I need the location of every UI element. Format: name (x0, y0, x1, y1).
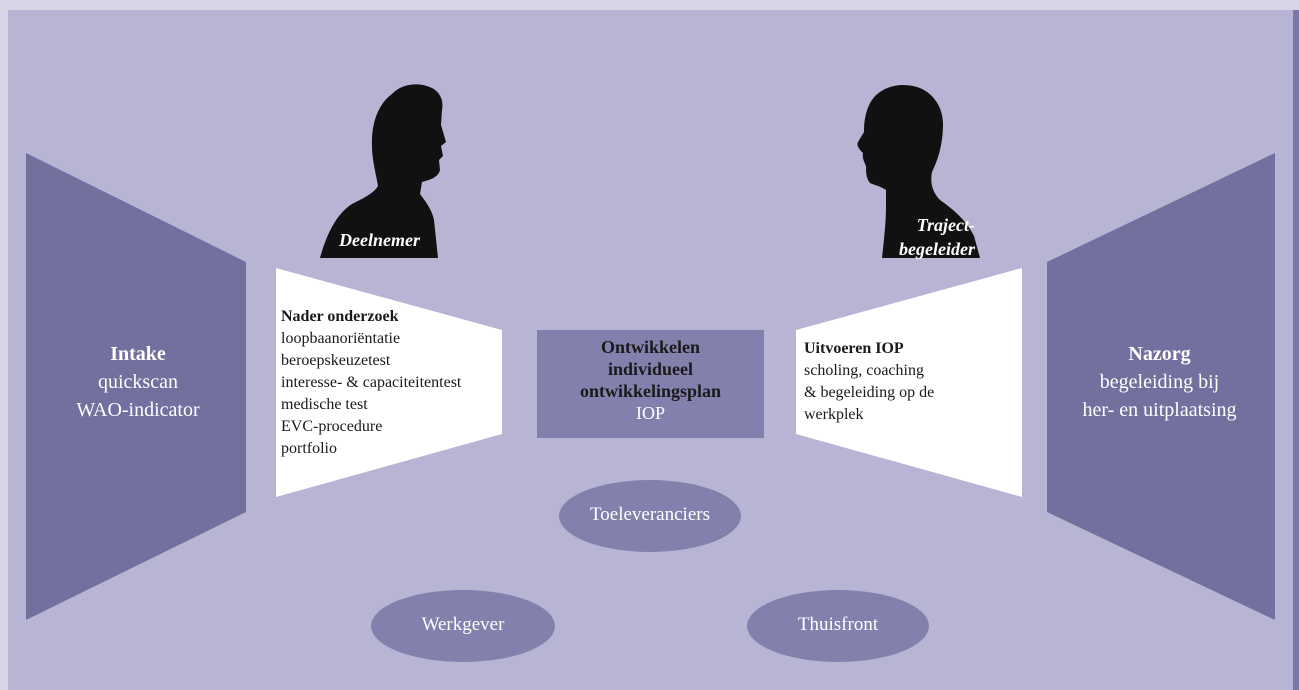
center-text-block: Ontwikkelen individueel ontwikkelingspla… (537, 336, 764, 424)
deelnemer-label: Deelnemer (339, 230, 420, 250)
nader-text-block: Nader onderzoek loopbaanoriëntatie beroe… (281, 306, 511, 460)
nazorg-line-2: her- en uitplaatsing (1082, 399, 1237, 421)
nazorg-panel (1047, 153, 1275, 620)
nazorg-title: Nazorg (1128, 343, 1191, 365)
center-line-1: Ontwikkelen (600, 337, 701, 357)
uitvoeren-panel (796, 268, 1022, 497)
center-line-3: ontwikkelingsplan (579, 381, 722, 401)
nader-line-6: portfolio (281, 440, 337, 457)
uitvoeren-line-2: & begeleiding op de (804, 384, 935, 401)
center-line-2: individueel (607, 359, 694, 379)
nader-line-3: interesse- & capaciteitentest (281, 374, 462, 391)
right-edge-strip (1293, 10, 1299, 690)
intake-line-1: quickscan (98, 371, 178, 393)
nader-line-1: loopbaanoriëntatie (281, 330, 401, 347)
uitvoeren-line-1: scholing, coaching (804, 362, 924, 379)
thuisfront-label: Thuisfront (797, 614, 879, 635)
intake-text-block: Intake quickscan WAO-indicator (40, 340, 236, 424)
intake-line-2: WAO-indicator (76, 399, 200, 421)
nader-line-5: EVC-procedure (281, 418, 383, 435)
deelnemer-silhouette-icon (320, 84, 446, 259)
center-panel (537, 330, 764, 438)
werkgever-label: Werkgever (421, 614, 505, 635)
nader-title: Nader onderzoek (281, 308, 399, 325)
intake-title: Intake (110, 343, 166, 365)
trajectbegeleider-silhouette-icon (857, 84, 980, 258)
nazorg-line-1: begeleiding bij (1099, 371, 1220, 393)
trajectbegeleider-label-line-1: Traject- (916, 215, 975, 235)
nader-line-2: beroepskeuzetest (281, 352, 391, 369)
toeleveranciers-label: Toeleveranciers (590, 504, 710, 525)
center-sub: IOP (635, 403, 665, 423)
uitvoeren-line-3: werkplek (804, 406, 864, 423)
nader-line-4: medische test (281, 396, 368, 413)
werkgever-ellipse (371, 590, 555, 662)
toeleveranciers-ellipse (559, 480, 741, 552)
nazorg-text-block: Nazorg begeleiding bij her- en uitplaats… (1052, 340, 1267, 424)
trajectbegeleider-label-line-2: begeleider (899, 239, 975, 259)
nader-panel (276, 268, 502, 497)
trajectbegeleider-label: Traject- begeleider (870, 213, 975, 261)
intake-panel (26, 153, 246, 620)
uitvoeren-text-block: Uitvoeren IOP scholing, coaching & begel… (804, 338, 1014, 426)
uitvoeren-title: Uitvoeren IOP (804, 340, 904, 357)
thuisfront-ellipse (747, 590, 929, 662)
